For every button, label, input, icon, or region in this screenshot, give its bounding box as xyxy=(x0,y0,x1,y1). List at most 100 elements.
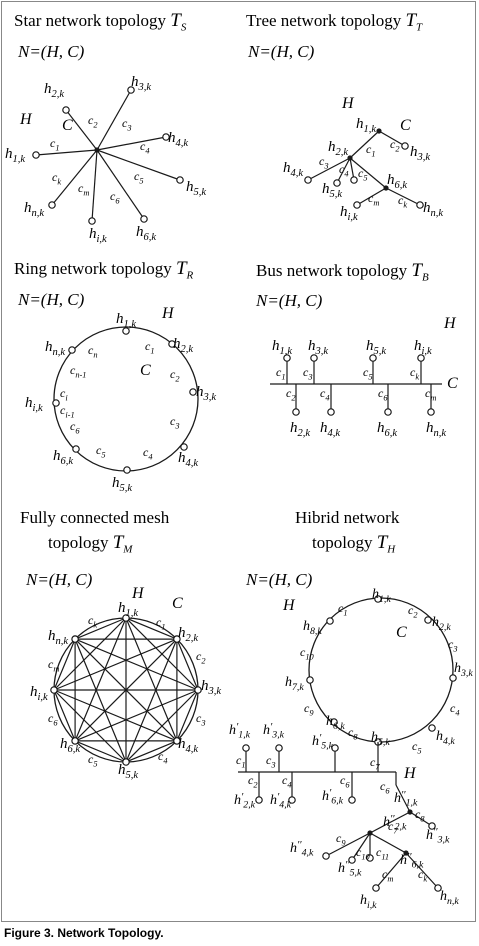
star-host-node-icon-6 xyxy=(140,215,148,223)
hybrid-tree-hosts-set-label-1: H xyxy=(403,765,417,782)
figure-frame xyxy=(1,1,476,922)
hybrid-host-label-6: h6,k xyxy=(326,714,345,732)
star-channel-label-4: c4 xyxy=(140,139,150,155)
bus-title-text: Bus network topology xyxy=(256,261,408,280)
hybrid-ring-channel-label-8: c10 xyxy=(300,645,315,661)
mesh-host-label-1: h1,k xyxy=(118,600,138,619)
hybrid-tree-host-node-icon-4 xyxy=(366,854,374,862)
ring-host-label-2: h2,k xyxy=(173,336,193,355)
hybrid-tree-host-label-1: h′′1,k xyxy=(394,790,418,809)
bus-channel-label-1: c1 xyxy=(276,365,286,381)
mesh-channel-label-3: c2 xyxy=(196,649,206,665)
bus-host-node-icon-6 xyxy=(327,408,335,416)
bus-host-node-icon-3 xyxy=(369,354,377,362)
mesh-link-10 xyxy=(125,638,178,763)
hybrid-tree-link-1 xyxy=(395,784,411,813)
bus-channel-label-6: c4 xyxy=(320,386,330,402)
star-link-8 xyxy=(51,149,98,206)
hybrid-bus-channel-label-1: c1 xyxy=(236,753,246,769)
mesh-title-sub: M xyxy=(123,543,133,556)
mesh-host-label-6: h6,k xyxy=(60,736,80,755)
hybrid-tree-link-3 xyxy=(369,811,411,834)
hybrid-ring-host-node-icon-1 xyxy=(374,595,382,603)
mesh-host-label-5: h5,k xyxy=(118,762,138,781)
mesh-link-24 xyxy=(53,689,127,763)
hybrid-ring-channel-label-4: c4 xyxy=(450,701,460,717)
mesh-link-23 xyxy=(74,740,127,763)
mesh-host-node-icon-1 xyxy=(122,614,130,622)
hybrid-bus-host-label-1: h′1,k xyxy=(229,722,251,741)
tree-title-sub: T xyxy=(416,21,423,34)
bus-host-label-3: h5,k xyxy=(366,338,386,357)
tree-host-node-icon-2 xyxy=(304,176,312,184)
mesh-link-1 xyxy=(125,617,178,640)
star-channel-label-7: cm xyxy=(78,181,89,197)
star-title-sub: S xyxy=(180,21,187,34)
tree-link-4 xyxy=(336,157,351,184)
hybrid-tree-branch-node-2 xyxy=(367,830,373,836)
star-host-label-3: h3,k xyxy=(131,74,151,93)
ring-channel-label-6: c5 xyxy=(96,443,106,459)
ring-channel-label-8: ci xyxy=(60,386,68,402)
mesh-channels-set-label-1: C xyxy=(172,595,183,612)
bus-title-symbol: T xyxy=(411,260,422,281)
hybrid-ring-channel-label-2: c2 xyxy=(408,603,418,619)
hybrid-host-label-8: h8,k xyxy=(303,619,322,637)
figure-caption: Figure 3. Network Topology. xyxy=(4,926,164,940)
tree-link-2 xyxy=(349,130,380,159)
mesh-host-node-icon-4 xyxy=(173,737,181,745)
hybrid-bus-host-label-4: h′2,k xyxy=(234,792,256,811)
hybrid-tree-host-node-icon-1 xyxy=(428,822,436,830)
tree-hosts-set-label-1: H xyxy=(341,95,355,112)
star-link-2 xyxy=(65,109,98,151)
mesh-title-line1: Fully connected mesh xyxy=(20,508,170,527)
tree-host-label-3: h3,k xyxy=(410,144,430,163)
bus-host-node-icon-4 xyxy=(417,354,425,362)
bus-host-label-4: hi,k xyxy=(414,338,432,357)
hybrid-tree-host-node-icon-5 xyxy=(372,884,380,892)
mesh-channel-label-5: c4 xyxy=(158,749,168,765)
bus-network-def: N=(H, C) xyxy=(256,291,323,310)
tree-channel-label-4: c4 xyxy=(339,162,349,178)
tree-branch-node-3 xyxy=(383,185,389,191)
hybrid-bus-host-node-icon-3 xyxy=(331,744,339,752)
tree-link-6 xyxy=(349,157,387,189)
hybrid-ring-channel-label-1: c1 xyxy=(338,601,348,617)
ring-host-node-icon-3 xyxy=(189,388,197,396)
tree-host-node-icon-4 xyxy=(350,176,358,184)
bus-host-label-8: hn,k xyxy=(426,420,446,439)
star-channels-set-label-1: C xyxy=(62,117,73,134)
tree-host-label-6: h6,k xyxy=(387,172,407,191)
hybrid-tree-link-2 xyxy=(409,811,433,827)
hybrid-host-label-1: h1,k xyxy=(372,587,391,605)
ring-host-node-icon-7 xyxy=(52,399,60,407)
hybrid-tree-host-label-7: hi,k xyxy=(360,893,377,911)
hybrid-ring-host-node-icon-6 xyxy=(330,718,338,726)
mesh-link-5 xyxy=(74,617,127,742)
star-hosts-set-label-1: H xyxy=(19,111,33,128)
tree-host-node-icon-1 xyxy=(401,142,409,150)
bus-host-node-icon-7 xyxy=(384,408,392,416)
ring-channel-label-7: c6 xyxy=(70,419,80,435)
ring-network-def: N=(H, C) xyxy=(18,290,85,309)
hybrid-tree-channel-label-5: c10 xyxy=(356,845,371,861)
ring-title: Ring network topology TR xyxy=(14,258,193,281)
hybrid-host-label-7: h7,k xyxy=(285,675,304,693)
star-host-node-icon-8 xyxy=(48,201,56,209)
mesh-host-node-icon-3 xyxy=(194,686,202,694)
hybrid-bus-channel-label-2: c3 xyxy=(266,753,276,769)
tree-host-label-8: hn,k xyxy=(423,200,443,219)
hybrid-tree-channel-label-7: cm xyxy=(382,867,393,883)
mesh-link-25 xyxy=(74,638,127,763)
mesh-title-text: topology xyxy=(48,533,109,552)
bus-hosts-set-label-1: H xyxy=(443,315,457,332)
bus-host-node-icon-5 xyxy=(292,408,300,416)
mesh-channel-label-8: cm xyxy=(48,657,59,673)
ring-host-node-icon-2 xyxy=(168,340,176,348)
mesh-link-22 xyxy=(74,638,178,742)
bus-channel-label-3: c5 xyxy=(363,365,373,381)
hybrid-tree-host-label-2: h′′2,k xyxy=(383,814,407,833)
tree-host-node-icon-6 xyxy=(416,201,424,209)
star-title: Star network topology TS xyxy=(14,10,186,33)
star-host-node-icon-5 xyxy=(176,176,184,184)
